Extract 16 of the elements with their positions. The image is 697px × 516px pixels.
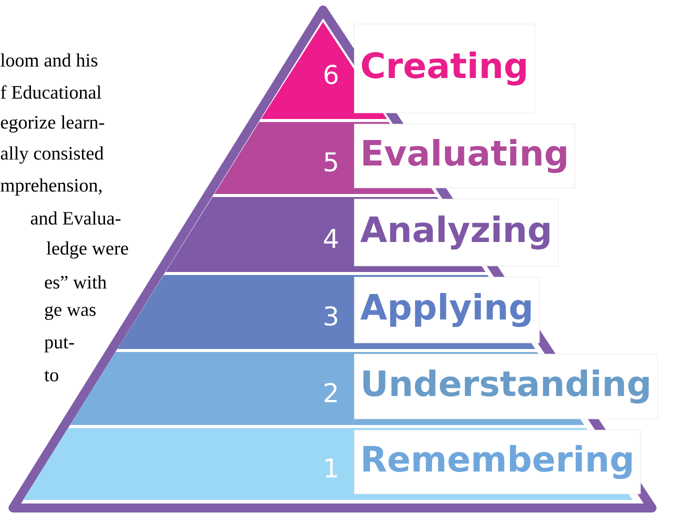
body-text: and Evalua- [30, 211, 120, 225]
level-name: Remembering [354, 430, 641, 494]
body-text: to [44, 370, 58, 382]
body-text: ge was [45, 306, 96, 320]
body-text: f Educational [0, 85, 102, 99]
level-name: Creating [354, 24, 535, 114]
body-text: mprehension, [0, 178, 102, 196]
body-text: egorize learn- [0, 115, 104, 133]
level-name: Understanding [354, 354, 658, 420]
level-name: Analyzing [354, 198, 558, 266]
body-text: ally consisted [0, 146, 104, 164]
body-text: loom and his [0, 53, 98, 67]
body-text: ledge were [46, 241, 128, 259]
level-name: Applying [354, 276, 540, 344]
level-name: Evaluating [354, 124, 576, 188]
body-text: put- [44, 338, 74, 352]
